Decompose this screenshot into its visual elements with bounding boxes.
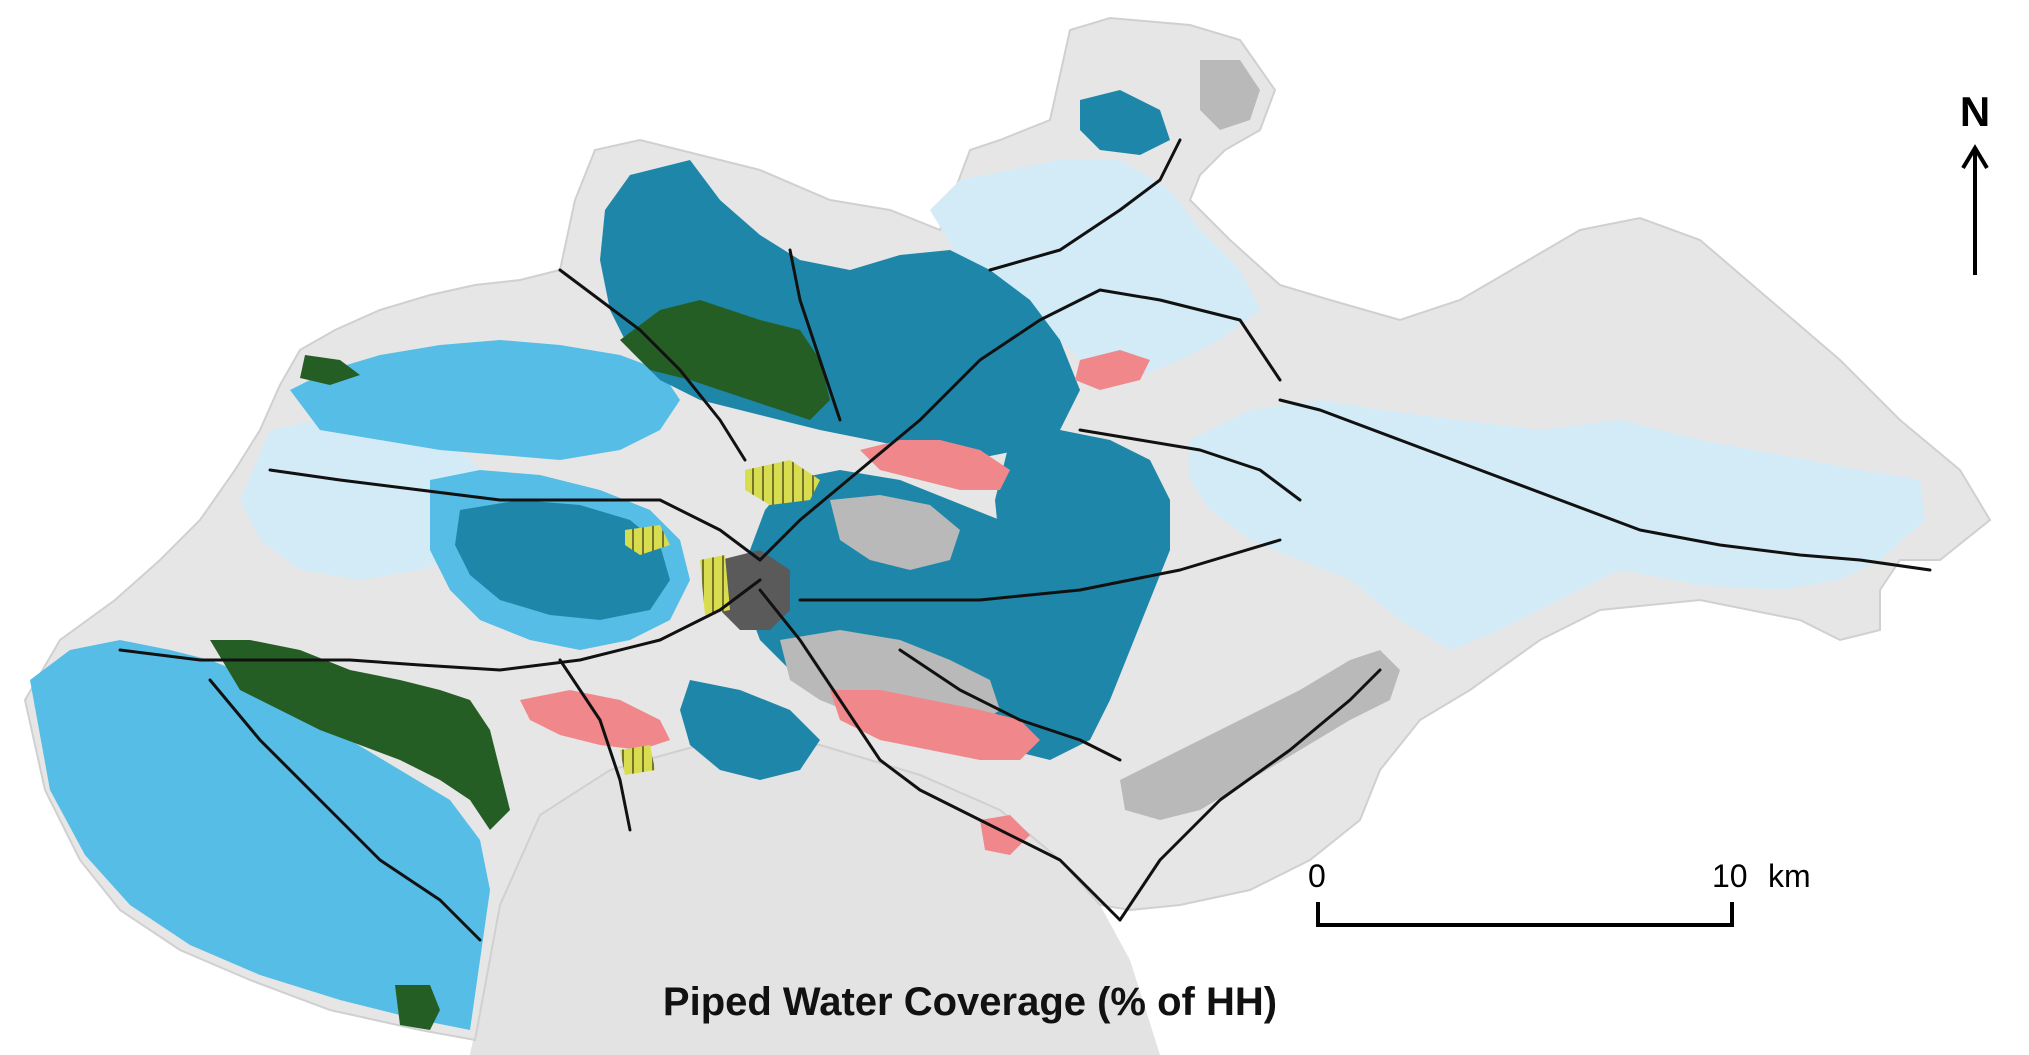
zone-forest-north-strip [300, 355, 360, 385]
zone-salmon-northeast [1075, 350, 1150, 390]
road-east-center [798, 538, 1282, 602]
road-southwest [118, 578, 762, 672]
road-north-axis [758, 288, 1282, 562]
zone-very-light-blue-east [1190, 400, 1925, 650]
zone-light-blue-southwest [30, 640, 490, 1030]
road-south [758, 588, 1122, 922]
zone-dark-grey-cbd [720, 550, 790, 630]
zone-very-light-blue-north [930, 160, 1260, 380]
zone-salmon-north [860, 440, 1010, 490]
road-northeast [988, 138, 1182, 272]
road-north [788, 248, 842, 422]
zone-salmon-center [830, 690, 1040, 760]
zone-yellow-hatched-south [620, 745, 655, 775]
scale-bar-end-label: 10 [1712, 858, 1748, 894]
zone-grey-industrial-east [1120, 650, 1400, 820]
zone-yellow-hatched-west [625, 525, 670, 555]
road-center-south-east [898, 648, 1122, 762]
road-south-center [558, 658, 632, 832]
zone-yellow-hatched-north [745, 460, 820, 505]
north-arrow-label: N [1959, 88, 1991, 135]
zone-grey-northeast [1200, 60, 1260, 130]
north-arrow [1961, 144, 1989, 275]
zone-forest-western [210, 640, 510, 830]
road-northwest [558, 268, 747, 462]
road-east-link [1078, 428, 1302, 502]
road-east-highway [1278, 398, 1932, 572]
road-west [268, 468, 762, 562]
zone-grey-center-east [830, 495, 960, 570]
zone-forest-northern [620, 300, 830, 420]
zone-forest-south [395, 985, 440, 1030]
zone-yellow-hatched-center [700, 555, 730, 615]
zone-dark-blue-south [680, 680, 820, 780]
map-title: Piped Water Coverage (% of HH) [662, 980, 1278, 1024]
zone-dark-blue-west [455, 500, 670, 620]
north-arrow-head [1961, 144, 1989, 170]
scale-bar-start-label: 0 [1308, 858, 1326, 894]
zone-light-blue-northwest [290, 340, 680, 460]
scale-bar [1316, 902, 1734, 927]
zone-dark-blue-northeast [1080, 90, 1170, 155]
road-network [118, 138, 1932, 942]
zone-dark-blue-east [970, 430, 1170, 760]
road-south-west-diagonal [208, 678, 482, 942]
zone-salmon-southwest [520, 690, 670, 750]
road-southeast [1118, 668, 1382, 922]
scale-bar-unit-label: km [1768, 858, 1811, 894]
